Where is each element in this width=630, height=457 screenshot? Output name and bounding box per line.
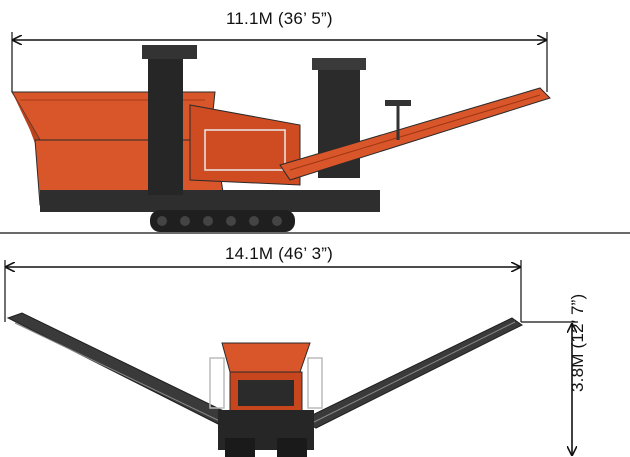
machine-front-view bbox=[6, 312, 523, 457]
top-length-label: 11.1M (36’ 5”) bbox=[226, 9, 333, 28]
bottom-width-label: 14.1M (46’ 3”) bbox=[225, 244, 333, 263]
machine-side-view bbox=[0, 45, 630, 234]
height-label: 3.8M (12’ 7”) bbox=[568, 293, 587, 392]
